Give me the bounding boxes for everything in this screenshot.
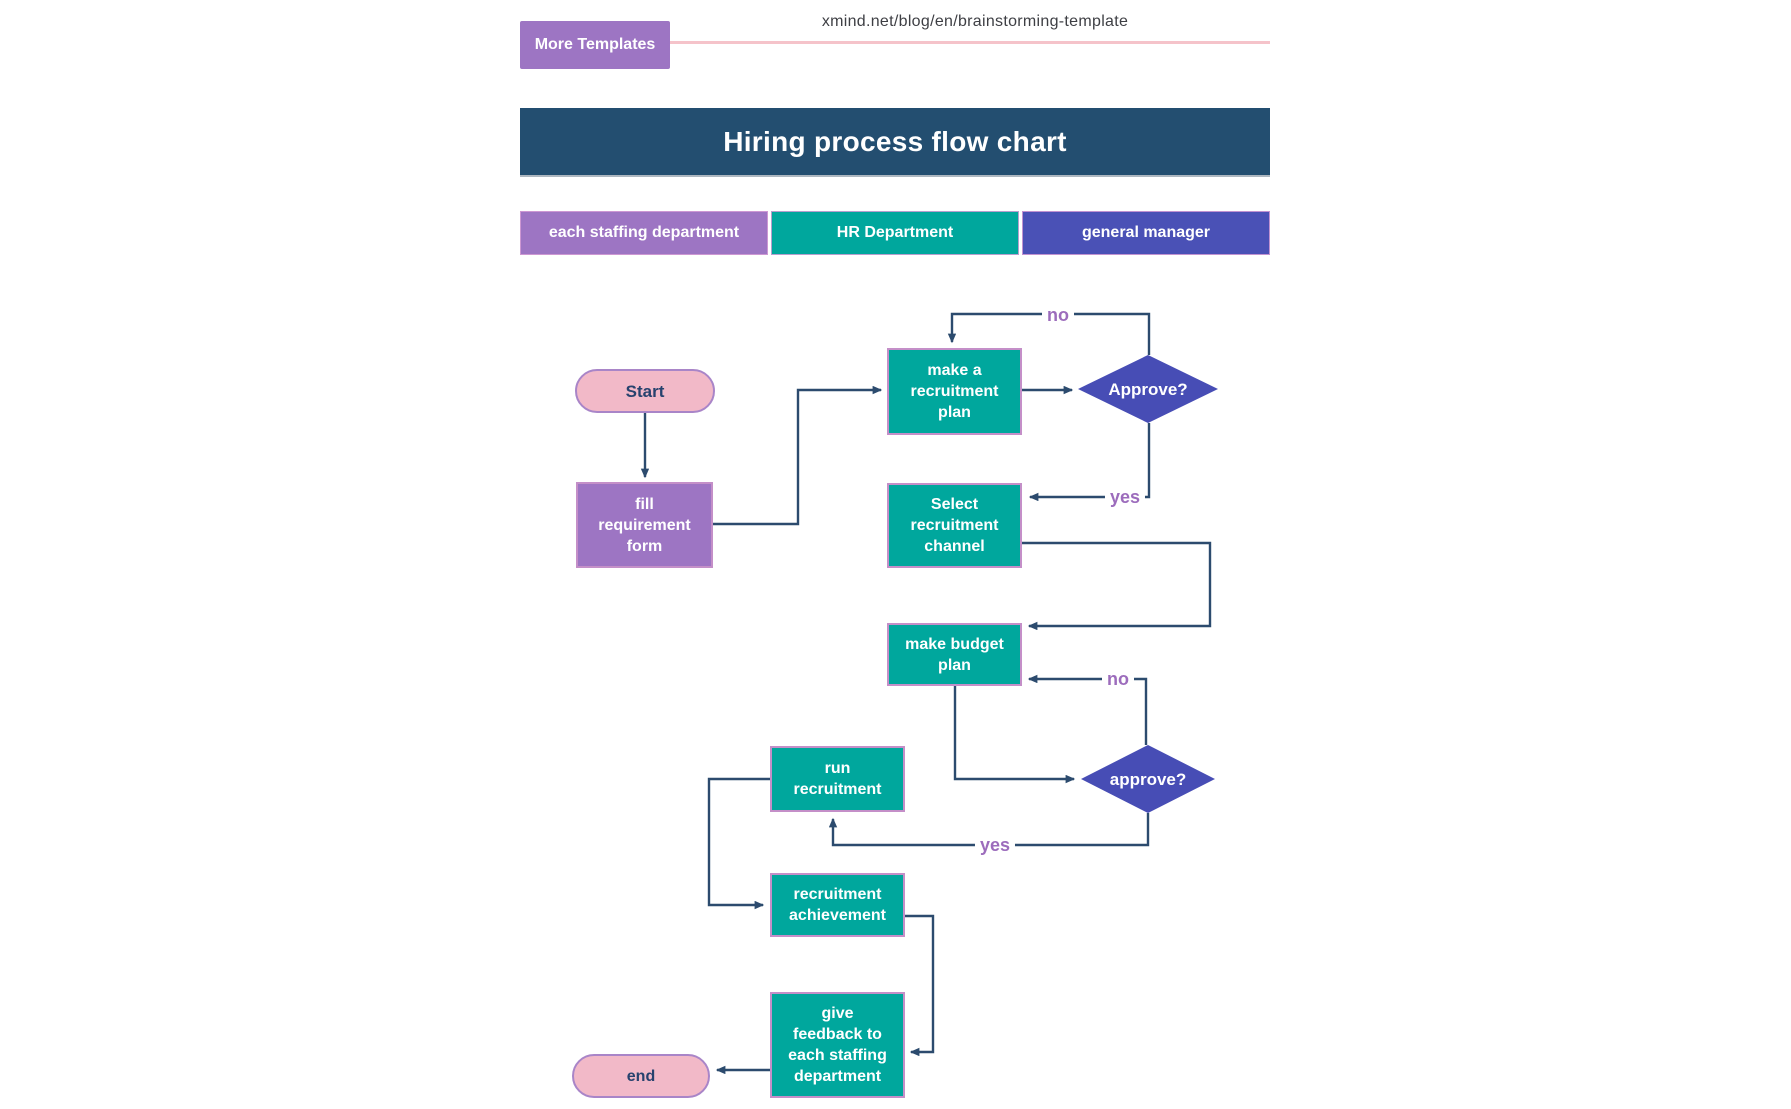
lane-header-hr-department: HR Department (771, 211, 1019, 255)
edge-achievement-to-feedback (905, 914, 935, 1057)
lane-header-each-staffing-department: each staffing department (520, 211, 768, 255)
lane-label: each staffing department (548, 224, 740, 241)
flow-node-make-recruitment-plan: make a recruitment plan (887, 348, 1022, 435)
diamond-shape (1078, 355, 1218, 423)
edge-budget-to-approve2 (953, 686, 1076, 784)
edge-select-to-budget (1022, 541, 1212, 631)
flow-node-make-budget-plan: make budget plan (887, 623, 1022, 686)
flow-node-select-recruitment-channel: Select recruitment channel (887, 483, 1022, 568)
edge-label-yes-1: yes (1104, 488, 1146, 506)
decision-label: approve? (1109, 769, 1187, 789)
flow-node-recruitment-achievement: recruitment achievement (770, 873, 905, 937)
source-url-text: xmind.net/blog/en/brainstorming-template (821, 13, 1129, 30)
flow-node-start: Start (575, 369, 715, 413)
flow-node-end: end (572, 1054, 710, 1098)
flow-node-give-feedback: give feedback to each staffing departmen… (770, 992, 905, 1098)
edge-label-no-2: no (1102, 670, 1134, 688)
lane-header-general-manager: general manager (1022, 211, 1270, 255)
edge-run-to-achievement (707, 777, 770, 910)
flow-node-approve-decision-2: approve? (1081, 745, 1215, 813)
chart-title: Hiring process flow chart (723, 125, 1067, 157)
decision-label: Approve? (1108, 379, 1188, 399)
lane-label: general manager (1081, 224, 1211, 241)
flow-node-approve-decision-1: Approve? (1078, 355, 1218, 423)
more-templates-button[interactable]: More Templates (520, 21, 670, 69)
flow-node-run-recruitment: run recruitment (770, 746, 905, 812)
diamond-shape (1081, 745, 1215, 813)
divider-line (670, 41, 1270, 44)
flow-node-fill-requirement-form: fill requirement form (576, 482, 713, 568)
chart-title-bar: Hiring process flow chart (520, 108, 1270, 175)
edge-fill-form-to-make-plan (713, 385, 883, 526)
edge-label-yes-2: yes (974, 836, 1016, 854)
edge-approve1-yes-to-select (1028, 423, 1151, 502)
edge-label-no-1: no (1042, 306, 1074, 324)
lane-label: HR Department (836, 224, 954, 241)
